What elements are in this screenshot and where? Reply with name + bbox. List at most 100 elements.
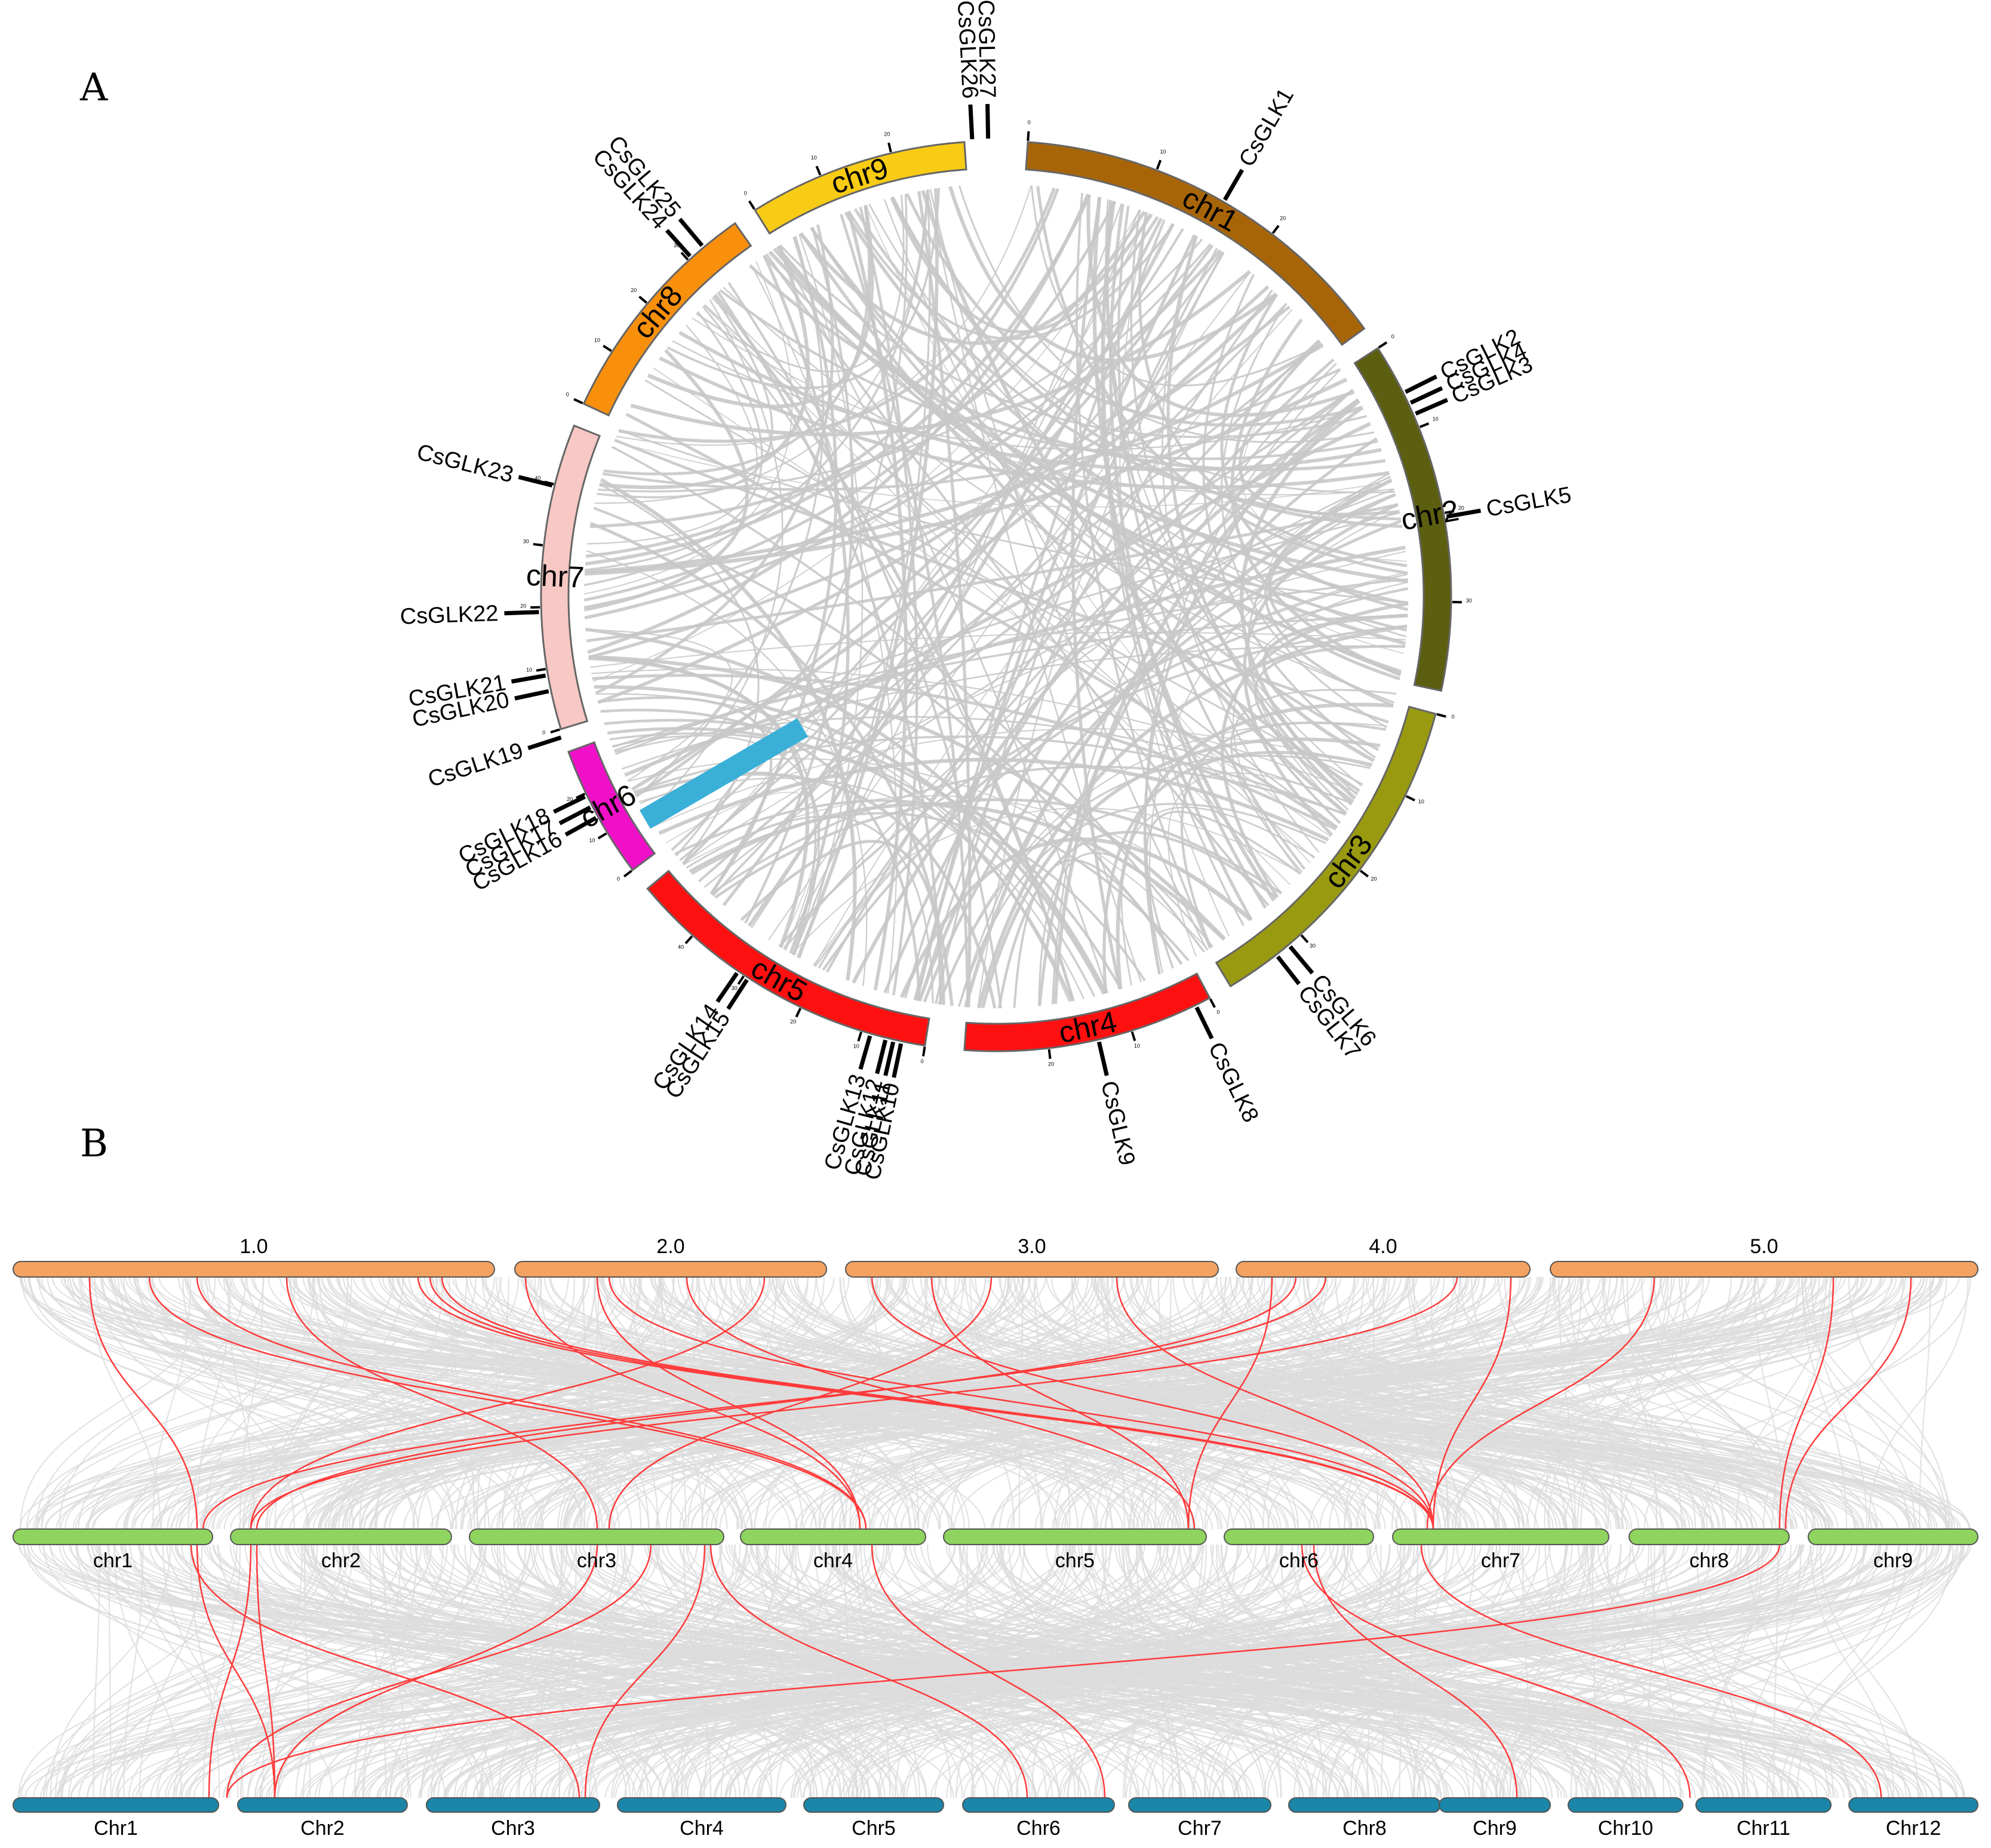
synteny-background-link (1517, 1544, 1818, 1798)
synteny-background-link (1104, 1276, 1657, 1530)
gene-label: CsGLK5 (1485, 483, 1574, 522)
tick-label: 0 (921, 1058, 924, 1064)
synteny-background-link (394, 1544, 1970, 1798)
collinearity-link (625, 413, 1338, 829)
collinearity-link (1221, 302, 1387, 729)
tick-mark (597, 832, 607, 840)
synteny-background-link (430, 1544, 1826, 1798)
synteny-background-link (1621, 1276, 1800, 1530)
chromosome-bar-label: chr8 (1689, 1549, 1729, 1572)
chromosome-bar (962, 1797, 1115, 1813)
synteny-red-link (1116, 1276, 1434, 1530)
synteny-background-link (469, 1276, 1273, 1530)
synteny-background-link (671, 1276, 1130, 1530)
synteny-background-link (1233, 1544, 1882, 1798)
synteny-background-link (202, 1276, 614, 1530)
synteny-background-link (41, 1276, 495, 1530)
collinearity-link (791, 808, 1301, 955)
synteny-background-link (687, 1276, 878, 1530)
synteny-background-link (124, 1276, 1961, 1530)
collinearity-link (948, 186, 1277, 363)
synteny-background-link (33, 1276, 904, 1530)
synteny-background-link (1309, 1544, 1596, 1798)
synteny-background-link (1328, 1544, 1510, 1798)
synteny-background-link (379, 1544, 627, 1798)
synteny-background-link (1526, 1276, 1755, 1530)
tick-mark (1271, 225, 1280, 234)
synteny-background-link (849, 1276, 939, 1530)
chromosome-bar-label: 4.0 (1369, 1235, 1397, 1258)
gene-label: CsGLK19 (425, 738, 527, 793)
synteny-red-link (285, 1276, 598, 1530)
collinearity-link (1053, 398, 1360, 1005)
tick-mark (748, 200, 755, 210)
synteny-background-link (87, 1544, 1065, 1798)
synteny-background-link (1323, 1544, 1740, 1798)
chromosome-bar (1848, 1797, 1978, 1813)
synteny-red-link (930, 1276, 1190, 1530)
gene-tick (875, 1039, 888, 1075)
synteny-background-link (1136, 1276, 1857, 1530)
synteny-background-link (696, 1276, 1058, 1530)
synteny-background-link (362, 1544, 418, 1798)
synteny-background-link (363, 1276, 1574, 1530)
synteny-background-link (1579, 1276, 1815, 1530)
tick-label: 20 (1280, 215, 1286, 221)
synteny-background-link (871, 1544, 1851, 1798)
synteny-background-link (755, 1544, 1031, 1798)
collinearity-link (981, 737, 1381, 1009)
synteny-background-link (1136, 1276, 1675, 1530)
synteny-background-link (261, 1544, 303, 1798)
synteny-bar-bottom: Chr12 (1848, 1797, 1978, 1840)
chromosome-bar-label: chr3 (577, 1549, 616, 1572)
chromosome-bar (230, 1528, 452, 1545)
synteny-background-link (129, 1544, 653, 1798)
synteny-background-link (314, 1544, 1113, 1798)
synteny-background-link (1138, 1544, 1740, 1798)
gene-tick (678, 217, 704, 247)
tick-label: 20 (790, 1018, 796, 1024)
synteny-background-link (724, 1544, 1786, 1798)
synteny-background-link (1868, 1276, 1969, 1530)
chromosome-band-chr2 (1353, 346, 1452, 692)
tick-label: 0 (1391, 334, 1394, 340)
synteny-bar-mid: chr9 (1808, 1528, 1978, 1572)
synteny-background-link (1065, 1544, 1519, 1798)
chromosome-bar (426, 1797, 600, 1813)
synteny-background-link (288, 1276, 490, 1530)
collinearity-link (585, 627, 1108, 994)
synteny-background-link (125, 1276, 586, 1530)
synteny-bar-bottom: Chr6 (962, 1797, 1115, 1840)
synteny-red-link (871, 1544, 1106, 1798)
synteny-background-link (1272, 1276, 1831, 1530)
tick-label: 10 (853, 1043, 859, 1049)
synteny-red-link (1301, 1544, 1691, 1798)
synteny-red-link (1313, 1544, 1518, 1798)
synteny-background-link (452, 1276, 1877, 1530)
tick-mark (857, 1032, 862, 1042)
synteny-background-link (687, 1544, 1798, 1798)
synteny-bar-mid: chr8 (1629, 1528, 1790, 1572)
circos-links (583, 185, 1409, 1009)
synteny-background-link (122, 1544, 1921, 1798)
synteny-background-link (409, 1544, 927, 1798)
synteny-background-link (217, 1544, 479, 1798)
synteny-background-link (789, 1276, 1786, 1530)
synteny-background-link (1587, 1544, 1792, 1798)
chromosome-bar (13, 1261, 495, 1278)
synteny-background-link (43, 1544, 325, 1798)
synteny-background-link (707, 1544, 963, 1798)
tick-label: 0 (617, 876, 620, 882)
collinearity-link (891, 196, 1403, 529)
synteny-background-link (601, 1276, 1820, 1530)
gene-tick (1404, 374, 1437, 394)
collinearity-link (714, 293, 1075, 1002)
synteny-red-link (1784, 1276, 1912, 1530)
tick-label: 10 (526, 667, 532, 673)
synteny-background-link (69, 1276, 898, 1530)
synteny-background-link (1355, 1276, 1757, 1530)
collinearity-link (1109, 203, 1267, 909)
synteny-bar-bottom: Chr4 (617, 1797, 786, 1840)
chromosome-bar-label: chr4 (813, 1549, 853, 1572)
